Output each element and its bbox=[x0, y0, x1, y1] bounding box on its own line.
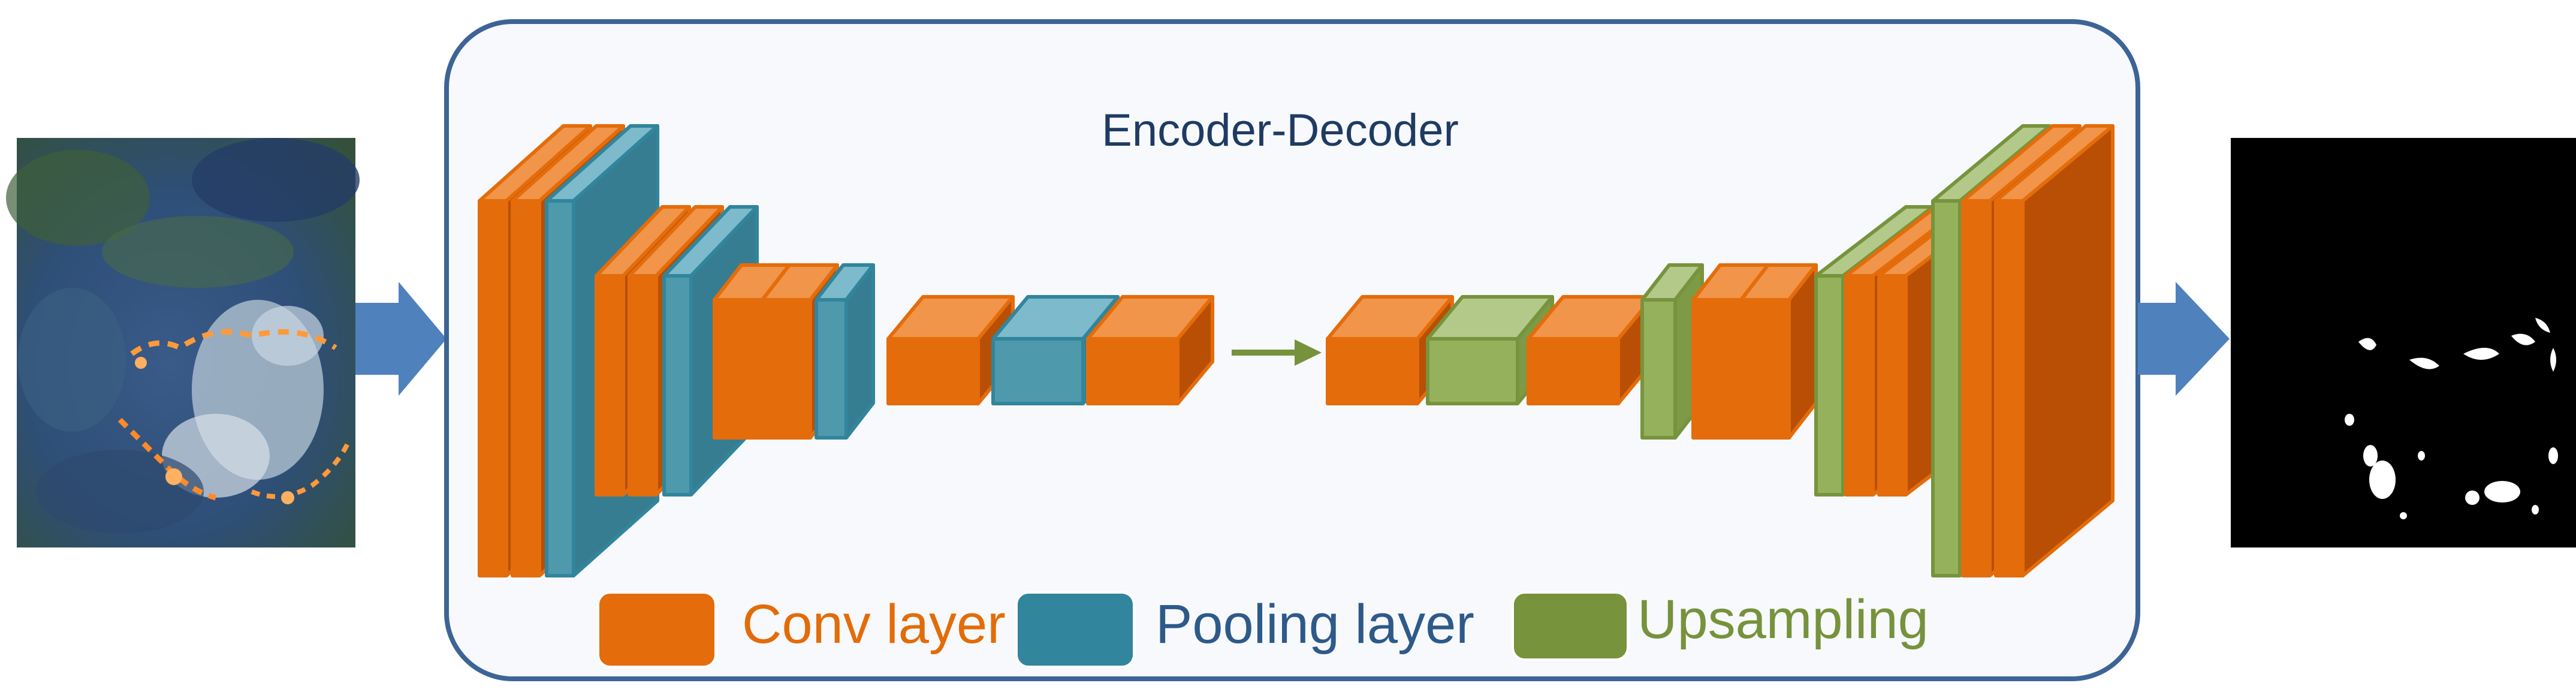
right-arrow-icon bbox=[2138, 282, 2230, 396]
legend-label-up: Upsampling bbox=[1637, 589, 1929, 650]
conv-block-front bbox=[1326, 337, 1419, 405]
up-block-front bbox=[1640, 298, 1677, 440]
pool-block-front bbox=[662, 274, 693, 497]
legend-label-pool: Pooling layer bbox=[1156, 594, 1474, 655]
legend-swatch-conv bbox=[597, 591, 717, 668]
up-block-front bbox=[1814, 274, 1845, 497]
legend-label-conv: Conv layer bbox=[742, 594, 1006, 655]
conv-layer-block bbox=[1994, 124, 2115, 577]
encoder-decoder-title: Encoder-Decoder bbox=[1102, 105, 1459, 156]
conv-block-front bbox=[1527, 337, 1620, 405]
layer-blocks bbox=[478, 124, 2115, 577]
conv-block-front bbox=[1961, 199, 1992, 577]
conv-block-front bbox=[1844, 274, 1875, 497]
up-block-front bbox=[1931, 199, 1962, 577]
pool-block-side bbox=[844, 263, 875, 440]
input-satellite-image bbox=[6, 138, 360, 547]
conv-block-front bbox=[628, 274, 658, 497]
conv-block-front bbox=[511, 199, 541, 577]
conv-block-front bbox=[1086, 337, 1180, 405]
conv-block-front bbox=[478, 199, 508, 577]
legend-swatch-pool bbox=[1015, 591, 1135, 668]
conv-block-front bbox=[595, 274, 625, 497]
output-mask-image bbox=[2231, 138, 2576, 547]
right-arrow-icon bbox=[1295, 339, 1322, 366]
conv-layer-block bbox=[1086, 295, 1214, 405]
conv-block-front bbox=[761, 298, 812, 440]
legend-swatch-up bbox=[1512, 591, 1629, 661]
right-arrow-icon bbox=[355, 282, 447, 396]
conv-block-front bbox=[886, 337, 980, 405]
pool-block-front bbox=[815, 298, 848, 440]
conv-block-side bbox=[2021, 124, 2115, 577]
up-block-front bbox=[1426, 337, 1519, 405]
pool-layer-block bbox=[815, 263, 875, 440]
conv-block-front bbox=[1994, 199, 2025, 577]
legend: Conv layer Pooling layer Upsampling bbox=[597, 589, 1929, 668]
pool-block-front bbox=[991, 337, 1085, 405]
conv-layer-block bbox=[1739, 263, 1818, 440]
conv-block-front bbox=[1877, 274, 1908, 497]
conv-block-front bbox=[1739, 298, 1791, 440]
bottleneck-arrow bbox=[1232, 339, 1322, 366]
conv-block-side bbox=[1176, 295, 1214, 405]
conv-block-front bbox=[713, 298, 764, 440]
pool-block-front bbox=[545, 199, 575, 577]
conv-block-front bbox=[1691, 298, 1743, 440]
